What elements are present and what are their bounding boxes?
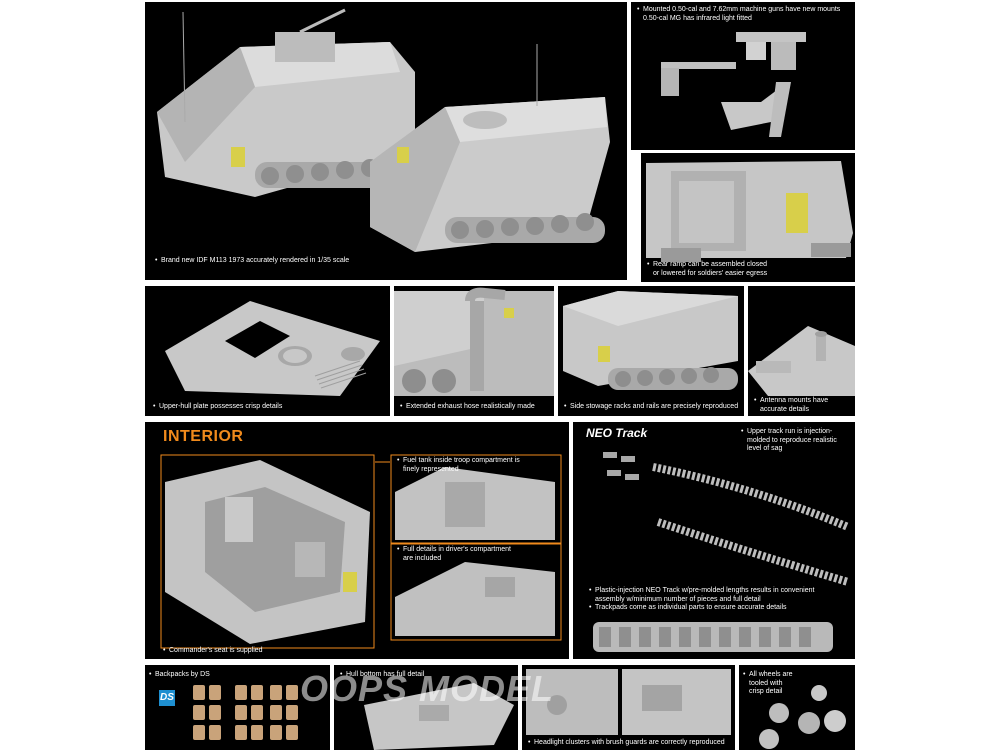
- caption-antenna-2: accurate details: [760, 405, 810, 413]
- interior-illustration: [160, 454, 562, 649]
- panel-rear-ramp: Rear ramp can be assembled closed or low…: [641, 153, 855, 282]
- panel-exhaust: Extended exhaust hose realistically made: [394, 286, 554, 416]
- machine-gun-illustration: [661, 32, 806, 137]
- hull-bottom-illustration: [364, 683, 514, 750]
- caption-neo-sag-1: Upper track run is injection-: [741, 428, 853, 437]
- panel-backpacks: Backpacks by DS: [145, 665, 330, 750]
- caption-main: Brand new IDF M113 1973 accurately rende…: [155, 257, 455, 266]
- caption-wheels-2: tooled with: [749, 679, 783, 687]
- caption-driver-2: are included: [403, 554, 442, 562]
- caption-neo-sag-2: molded to reproduce realistic: [747, 436, 837, 444]
- caption-neo-sag-3: level of sag: [747, 445, 783, 452]
- caption-fuel-2: finely represented: [403, 465, 459, 473]
- panel-headlights: Headlight clusters with brush guards are…: [522, 665, 735, 750]
- caption-stowage: Side stowage racks and rails are precise…: [564, 403, 744, 412]
- neo-track-title: NEO Track: [586, 426, 648, 440]
- interior-title: INTERIOR: [163, 428, 244, 445]
- m113-pair-illustration: [157, 8, 610, 252]
- backpacks-illustration: [193, 685, 298, 740]
- caption-upper-hull: Upper-hull plate possesses crisp details: [153, 403, 388, 412]
- caption-commander: Commander's seat is supplied: [163, 647, 373, 656]
- caption-ramp-1: Rear ramp can be assembled closed: [647, 261, 852, 270]
- panel-machine-guns: Mounted 0.50-cal and 7.62mm machine guns…: [631, 2, 855, 150]
- panel-hull-bottom: Hull bottom has full detail: [334, 665, 518, 750]
- panel-interior: Commander's seat is supplied Fuel tank i…: [145, 422, 569, 659]
- upper-hull-illustration: [165, 301, 380, 396]
- antenna-mount-illustration: [748, 326, 855, 396]
- panel-wheels: All wheels are tooled with crisp detail: [739, 665, 855, 750]
- exhaust-illustration: [394, 287, 554, 396]
- caption-ramp-2: or lowered for soldiers' easier egress: [653, 269, 768, 277]
- neo-track-illustration: [593, 452, 850, 652]
- caption-hull-bottom: Hull bottom has full detail: [340, 671, 515, 680]
- side-stowage-illustration: [563, 291, 738, 390]
- caption-mg-2: 0.50-cal MG has infrared light fitted: [643, 14, 752, 22]
- panel-upper-hull: Upper-hull plate possesses crisp details: [145, 286, 390, 416]
- caption-headlight: Headlight clusters with brush guards are…: [528, 739, 733, 748]
- panel-main-render: Brand new IDF M113 1973 accurately rende…: [145, 2, 627, 280]
- caption-driver-1: Full details in driver's compartment: [397, 546, 557, 555]
- headlight-illustration: [526, 669, 731, 735]
- rear-ramp-illustration: [646, 161, 853, 262]
- panel-neo-track: Upper track run is injection- molded to …: [573, 422, 855, 659]
- ds-logo: DS: [159, 690, 175, 706]
- caption-fuel-1: Fuel tank inside troop compartment is: [397, 457, 557, 466]
- caption-exhaust: Extended exhaust hose realistically made: [400, 403, 554, 412]
- caption-wheels-1: All wheels are: [743, 671, 823, 680]
- caption-neo-track-3: Trackpads come as individual parts to en…: [589, 604, 851, 613]
- caption-backpacks: Backpacks by DS: [149, 671, 329, 680]
- watermark: OOPS MODEL: [300, 668, 555, 709]
- panel-antenna: Antenna mounts have accurate details: [748, 286, 855, 416]
- wheels-illustration: [759, 685, 846, 749]
- caption-mg-1: Mounted 0.50-cal and 7.62mm machine guns…: [637, 6, 852, 15]
- caption-neo-track-1: Plastic-injection NEO Track w/pre-molded…: [589, 587, 851, 596]
- caption-neo-track-2: assembly w/minimum number of pieces and …: [595, 595, 761, 603]
- caption-antenna-1: Antenna mounts have: [754, 397, 854, 406]
- caption-wheels-3: crisp detail: [749, 688, 783, 695]
- panel-stowage: Side stowage racks and rails are precise…: [558, 286, 744, 416]
